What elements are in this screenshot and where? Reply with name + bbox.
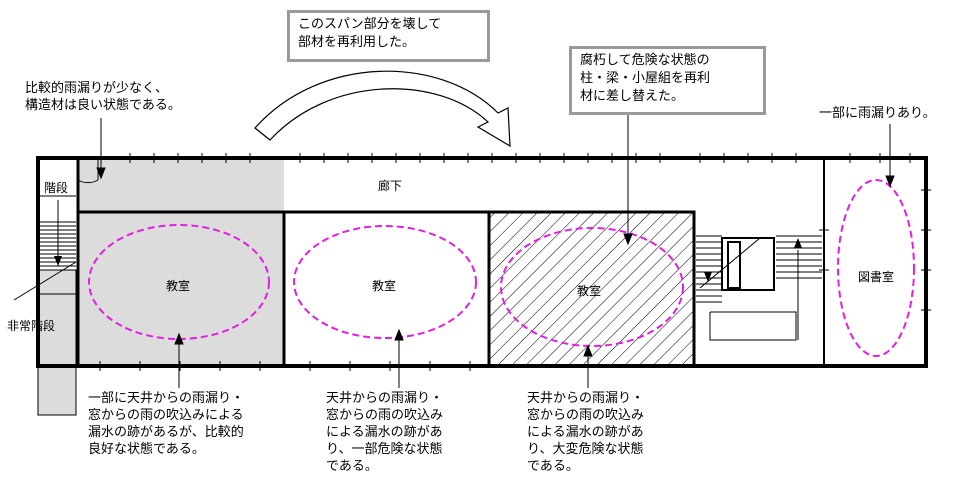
stair-down-arrow-icon [704, 272, 712, 282]
arrowhead-icon [623, 233, 633, 246]
callout-reuse: このスパン部分を壊して 部材を再利用した。 [287, 10, 490, 62]
emergency-stair-leader [13, 261, 77, 301]
note-classroom-2: 天井からの雨漏り・ 窓からの雨の吹込み による漏水の跡があ り、一部危険な状態 … [326, 391, 444, 474]
room-label-classroom-2: 教室 [372, 279, 397, 293]
reuse-curved-arrow-icon [254, 70, 511, 148]
room-label-emergency-stairs: 非常階段 [7, 319, 56, 333]
leak-area-classroom-2 [293, 225, 477, 339]
stair-arrow-icon [54, 256, 62, 266]
window-ticks [99, 153, 931, 371]
arrowhead-icon [174, 332, 184, 345]
shaded-span [78, 160, 284, 366]
arrowhead-icon [583, 344, 593, 357]
hatched-classroom-area [489, 212, 694, 366]
room-label-library: 図書室 [858, 270, 895, 284]
arrowhead-icon [96, 167, 106, 180]
note-classroom-1: 一部に天井からの雨漏り・ 窓からの雨の吹込みによる 漏水の跡があるが、比較的 良… [88, 391, 245, 457]
room-label-classroom-1: 教室 [166, 279, 191, 293]
arrowhead-icon [885, 175, 895, 188]
stair-up-arrow-icon [794, 238, 802, 248]
note-library-leak: 一部に雨漏りあり。 [819, 106, 936, 121]
arrowhead-icon [394, 328, 404, 341]
leak-area-library [837, 179, 915, 357]
emergency-stair-block [37, 269, 77, 416]
door-swing-icon [77, 160, 99, 184]
callout-replace: 腐朽して危険な状態の 柱・梁・小屋組を再利 材に差し替えた。 [569, 46, 766, 115]
note-good-structure: 比較的雨漏りが少なく、 構造材は良い状態である。 [25, 81, 181, 113]
hatched-classroom-border [487, 210, 696, 368]
room-label-classroom-3: 教室 [577, 284, 602, 298]
room-label-corridor: 廊下 [378, 179, 403, 193]
right-staircase [696, 235, 822, 341]
leak-area-classroom-3 [500, 227, 684, 347]
outer-wall [36, 156, 928, 368]
room-label-stairs: 階段 [44, 181, 69, 195]
note-classroom-3: 天井からの雨漏り・ 窓からの雨の吹込み による漏水の跡があ り、大変危険な状態 … [527, 391, 645, 474]
